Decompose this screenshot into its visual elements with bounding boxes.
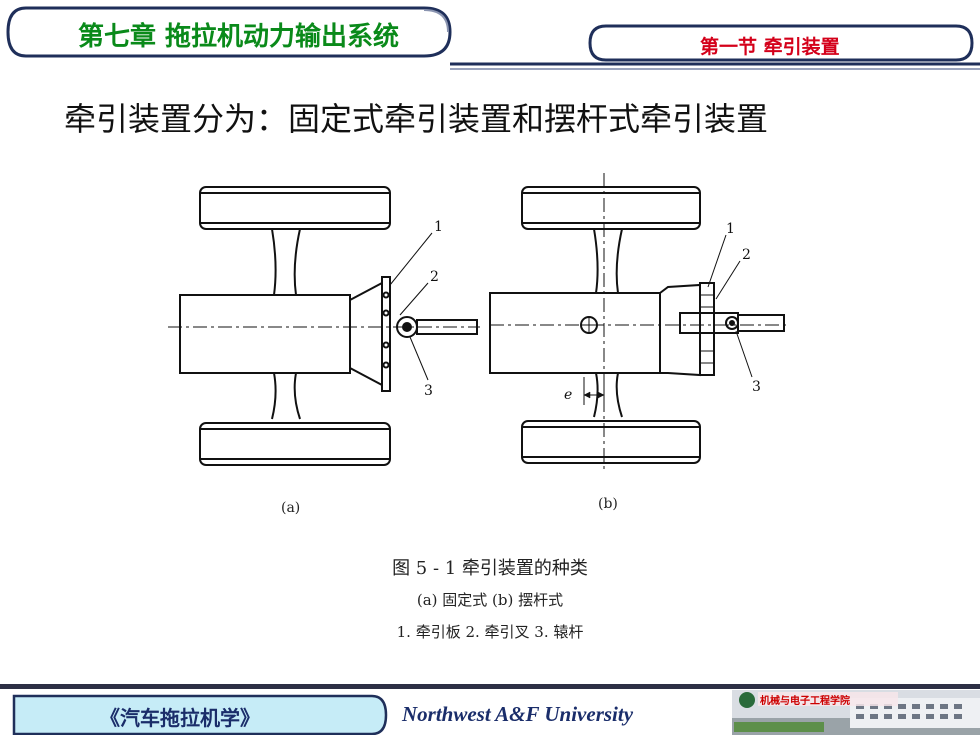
figure-label-a: (a) bbox=[281, 500, 301, 516]
diagram-callouts: 1 2 3 1 2 3 e bbox=[424, 219, 761, 403]
callout-b-1: 1 bbox=[726, 221, 735, 237]
college-building-logo bbox=[732, 690, 980, 735]
diagram-b-top-wheel bbox=[521, 186, 701, 230]
caption-title: 图 5 - 1 牵引装置的种类 bbox=[392, 558, 588, 579]
callout-a-1: 1 bbox=[434, 219, 443, 235]
section-title: 第一节 牵引装置 bbox=[700, 36, 840, 58]
diagram-b-bottom-wheel bbox=[521, 420, 701, 464]
callout-a-3: 3 bbox=[424, 383, 433, 399]
diagram-b-swing-plate bbox=[699, 282, 715, 376]
towing-device-diagram: 1 2 3 1 2 3 e bbox=[168, 173, 790, 470]
diagram-a bbox=[168, 186, 480, 466]
diagram-b bbox=[489, 173, 790, 470]
caption-types: (a) 固定式 (b) 摆杆式 bbox=[416, 591, 564, 609]
section-title-pill bbox=[588, 24, 974, 62]
callout-a-2: 2 bbox=[430, 269, 439, 285]
figure-label-b: (b) bbox=[598, 496, 618, 512]
page-heading: 牵引装置分为：固定式牵引装置和摆杆式牵引装置 bbox=[64, 100, 769, 138]
callout-b-2: 2 bbox=[742, 247, 751, 263]
college-name: 机械与电子工程学院 bbox=[760, 696, 850, 707]
footer-university: Northwest A&F University bbox=[402, 702, 634, 726]
caption-parts: 1. 牵引板 2. 牵引叉 3. 辕杆 bbox=[396, 623, 584, 641]
diagram-b-body bbox=[489, 292, 661, 374]
diagram-a-body bbox=[179, 294, 351, 374]
chapter-title: 第七章 拖拉机动力输出系统 bbox=[78, 22, 400, 52]
callout-b-3: 3 bbox=[752, 379, 761, 395]
header-rule bbox=[450, 62, 980, 70]
diagram-a-top-wheel bbox=[199, 186, 391, 230]
offset-label-e: e bbox=[564, 387, 572, 403]
chapter-title-pill bbox=[6, 6, 452, 58]
diagram-a-bottom-wheel bbox=[199, 422, 391, 466]
footer-book-title: 《汽车拖拉机学》 bbox=[100, 706, 260, 730]
diagram-a-towing-plate bbox=[381, 276, 391, 392]
